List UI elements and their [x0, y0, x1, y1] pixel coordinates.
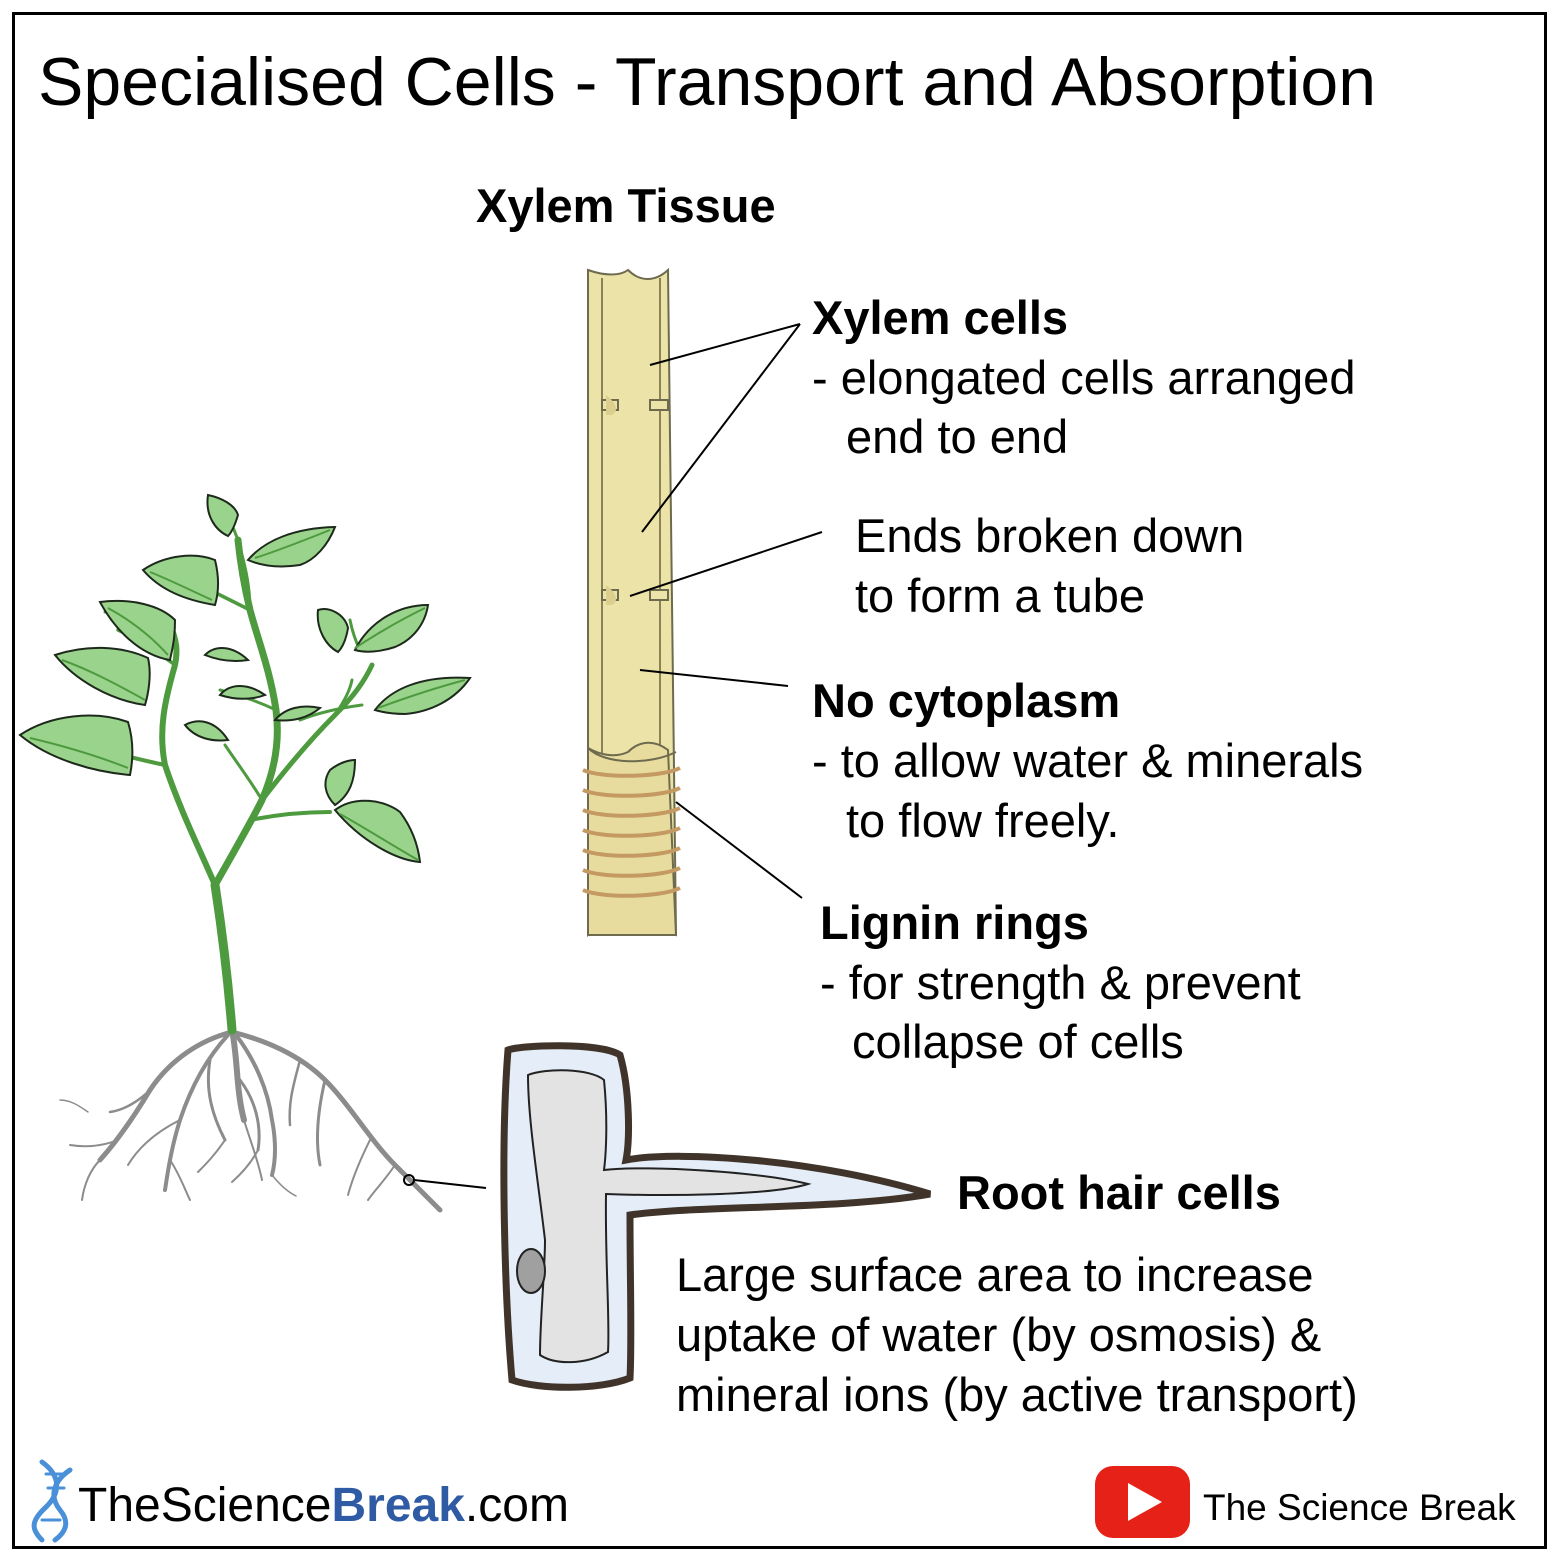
- brand-prefix: TheScience: [78, 1479, 332, 1532]
- xylem-cells-line-2: end to end: [846, 410, 1069, 463]
- root-hair-cell-wall: [500, 1042, 932, 1391]
- lignin-rings-heading: Lignin rings: [820, 896, 1089, 949]
- root-hair-line-2: uptake of water (by osmosis) &: [676, 1308, 1322, 1361]
- xylem-cells-heading: Xylem cells: [812, 291, 1069, 344]
- no-cytoplasm-line-1: - to allow water & minerals: [812, 734, 1364, 787]
- root-hair-cell: [500, 1042, 932, 1391]
- youtube-icon: [1095, 1466, 1190, 1538]
- xylem-vessel: [582, 267, 681, 937]
- root-hair-marker: [403, 1174, 415, 1186]
- no-cytoplasm-line-2: to flow freely.: [846, 794, 1120, 847]
- ends-broken-line-2: to form a tube: [855, 569, 1145, 622]
- root-hair-heading: Root hair cells: [957, 1166, 1281, 1219]
- lignin-rings-line-1: - for strength & prevent: [820, 956, 1301, 1009]
- leader-root-hair: [413, 1179, 487, 1189]
- leader-lignin-rings: [675, 801, 803, 899]
- nucleus: [516, 1248, 546, 1294]
- xylem-section-title: Xylem Tissue: [476, 179, 776, 232]
- xylem-cells-line-1: - elongated cells arranged: [812, 351, 1356, 404]
- brand-suffix: .com: [464, 1479, 569, 1532]
- leader-xylem-cells-1: [649, 323, 801, 366]
- leader-xylem-cells-2: [641, 323, 801, 533]
- page-title: Specialised Cells - Transport and Absorp…: [38, 44, 1377, 120]
- dna-icon: [31, 1459, 73, 1543]
- border-frame: [12, 12, 1547, 1549]
- plant-illustration: [18, 493, 472, 1213]
- roots: [59, 1027, 443, 1213]
- leader-ends-broken: [629, 531, 823, 597]
- root-hair-line-1: Large surface area to increase: [676, 1248, 1314, 1301]
- brand-bold: Break: [331, 1479, 465, 1532]
- youtube-channel-label[interactable]: The Science Break: [1203, 1487, 1516, 1528]
- no-cytoplasm-heading: No cytoplasm: [812, 674, 1121, 727]
- leader-no-cytoplasm: [639, 669, 789, 687]
- ends-broken-line-1: Ends broken down: [855, 509, 1245, 562]
- root-hair-line-3: mineral ions (by active transport): [676, 1368, 1358, 1421]
- lignin-rings-line-2: collapse of cells: [852, 1015, 1184, 1068]
- leaves: [18, 493, 472, 864]
- leader-lines: [403, 323, 823, 1189]
- brand-website[interactable]: TheScienceBreak.com: [78, 1482, 569, 1530]
- lignin-rings: [582, 766, 681, 898]
